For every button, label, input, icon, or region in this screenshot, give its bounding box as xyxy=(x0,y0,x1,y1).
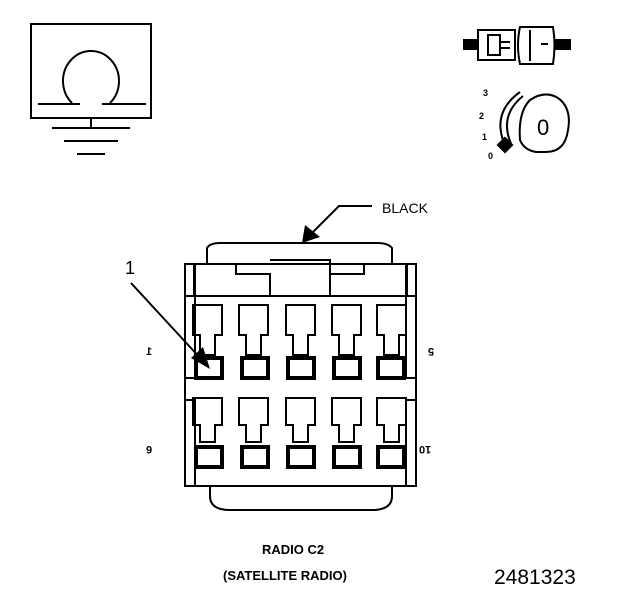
connector-title: RADIO C2 xyxy=(262,542,325,557)
wire-color-label: BLACK xyxy=(382,200,428,216)
cavities xyxy=(192,304,407,469)
connector-plug-icon xyxy=(463,26,571,65)
connector-housing xyxy=(184,242,417,511)
ignition-position-0: 0 xyxy=(488,151,494,161)
figure-number: 2481323 xyxy=(494,566,576,589)
pin-label-1: 1 xyxy=(146,346,153,358)
ignition-position-1: 1 xyxy=(482,132,488,142)
cavity-row-bottom xyxy=(192,397,407,443)
cavity-row-top-windows xyxy=(194,356,406,380)
ignition-position-2: 2 xyxy=(479,111,485,121)
color-leader-line xyxy=(308,205,372,237)
callout-leader-line xyxy=(130,282,203,361)
ignition-key-label: 0 xyxy=(537,115,550,140)
pin-label-10: 10 xyxy=(419,443,432,455)
ignition-position-3: 3 xyxy=(483,88,489,98)
cavity-row-bottom-windows xyxy=(194,445,406,469)
connector-subtitle: (SATELLITE RADIO) xyxy=(223,568,347,583)
omega-ground-icon xyxy=(30,23,152,155)
callout-number: 1 xyxy=(125,258,136,278)
pin-label-5: 5 xyxy=(428,345,435,357)
cavity-row-top xyxy=(192,304,407,356)
color-leader-arrowhead xyxy=(302,225,320,243)
ignition-key-icon xyxy=(496,91,570,154)
pin-label-6: 6 xyxy=(146,443,153,455)
